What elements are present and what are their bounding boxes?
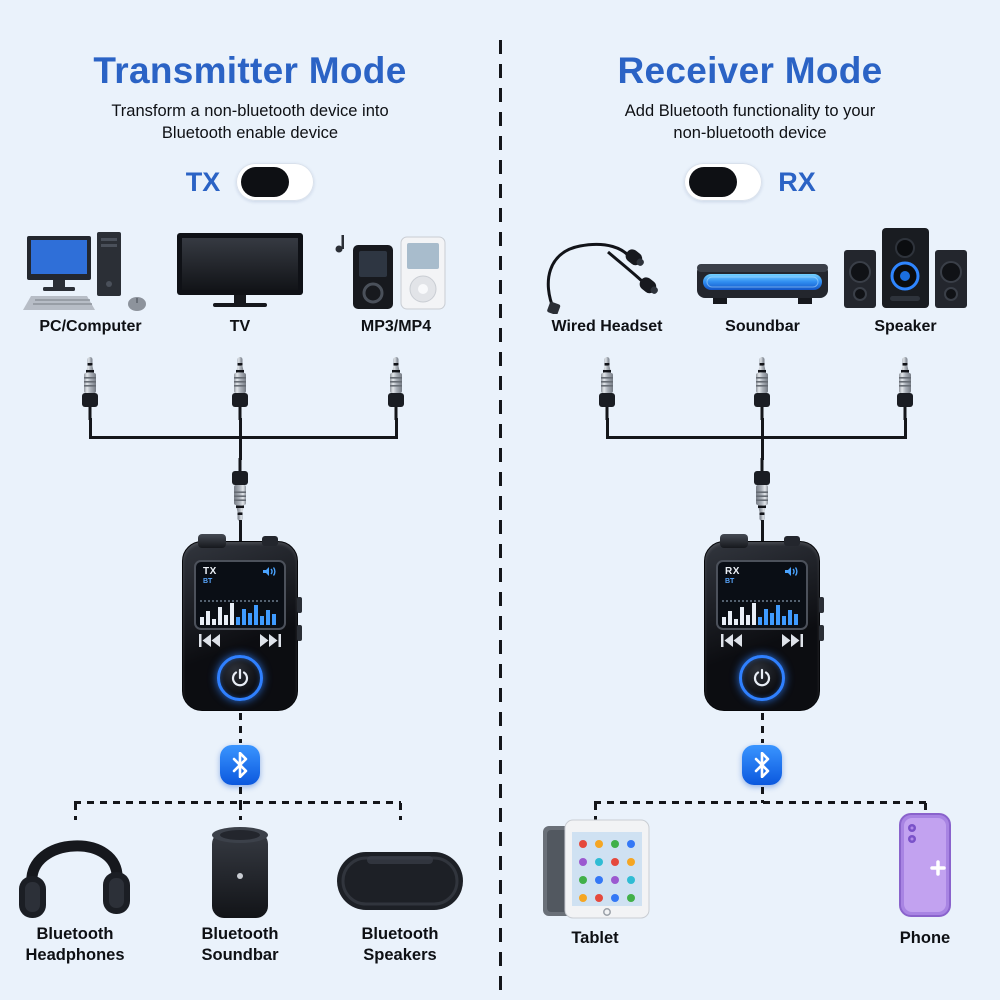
rx-toggle-row: RX — [520, 163, 980, 201]
cable-line — [238, 418, 242, 438]
dashed-connector — [73, 801, 401, 804]
power-button — [739, 655, 785, 701]
center-divider-line — [499, 40, 502, 990]
screen-bt-label: BT — [203, 578, 213, 585]
adapter-clip — [720, 534, 748, 548]
transport-controls — [199, 634, 281, 647]
side-button — [297, 625, 302, 641]
receiver-subtitle: Add Bluetooth functionality to your non-… — [624, 102, 876, 143]
source-label: Speaker — [874, 318, 937, 335]
bluetooth-icon — [220, 745, 260, 785]
adapter-screen: RX BT — [716, 560, 808, 630]
sink-label: Bluetooth Soundbar — [201, 925, 279, 964]
cable-line — [760, 438, 764, 460]
dashed-connector — [238, 787, 242, 803]
source-label: Wired Headset — [551, 318, 663, 335]
cable-line — [238, 438, 242, 460]
source-label: TV — [229, 318, 251, 335]
dashed-connector — [760, 787, 764, 803]
transport-controls — [721, 634, 803, 647]
side-button — [819, 625, 824, 641]
speaker-icon — [838, 224, 973, 314]
cable-line — [88, 418, 92, 438]
cable-line — [88, 436, 398, 439]
power-button — [217, 655, 263, 701]
rx-toggle-knob — [689, 167, 738, 197]
tx-toggle-row: TX — [20, 163, 480, 201]
bluetooth-speakers-icon — [335, 842, 465, 920]
bt-adapter-device: RX BT — [704, 534, 824, 711]
sink-label: Bluetooth Headphones — [25, 925, 125, 964]
dashed-connector — [923, 803, 927, 820]
dashed-connector — [238, 803, 242, 820]
equalizer-bars — [722, 600, 802, 625]
cable-line — [760, 520, 764, 542]
cable-line — [605, 418, 609, 438]
aux-jack-icon — [893, 356, 917, 420]
aux-jack-icon — [384, 356, 408, 420]
side-button — [297, 597, 302, 613]
tx-toggle-label: TX — [185, 166, 221, 197]
receiver-title: Receiver Mode — [617, 50, 883, 91]
aux-jack-icon — [750, 356, 774, 420]
dashed-connector — [593, 801, 926, 804]
power-icon — [231, 668, 249, 687]
rx-toggle-label: RX — [778, 166, 816, 197]
dashed-connector — [593, 803, 597, 820]
side-button — [819, 597, 824, 613]
previous-track-icon — [199, 634, 220, 647]
wired-headset-icon — [538, 224, 676, 314]
dashed-connector — [238, 713, 242, 743]
aux-jack-icon — [78, 356, 102, 420]
tv-icon — [170, 224, 310, 314]
mp3-mp4-icon — [322, 224, 470, 314]
aux-jack-icon — [228, 458, 252, 522]
tx-toggle-knob — [241, 167, 290, 197]
power-icon — [753, 668, 771, 687]
previous-track-icon — [721, 634, 742, 647]
cable-line — [903, 418, 907, 438]
sink-label: Phone — [899, 929, 951, 947]
adapter-top-button — [784, 536, 800, 546]
tablet-icon — [535, 818, 655, 920]
pc-computer-icon — [18, 224, 163, 314]
adapter-top-button — [262, 536, 278, 546]
aux-jack-icon — [750, 458, 774, 522]
cable-line — [760, 418, 764, 438]
tx-toggle-switch — [236, 163, 315, 201]
dashed-connector — [398, 803, 402, 820]
aux-jack-icon — [595, 356, 619, 420]
equalizer-bars — [200, 600, 280, 625]
sink-label: Bluetooth Speakers — [361, 925, 439, 964]
aux-jack-icon — [228, 356, 252, 420]
volume-icon — [263, 567, 276, 576]
adapter-screen: TX BT — [194, 560, 286, 630]
volume-icon — [785, 567, 798, 576]
bt-adapter-device: TX BT — [182, 534, 302, 711]
screen-bt-label: BT — [725, 578, 735, 585]
source-label: MP3/MP4 — [360, 318, 432, 335]
sink-label: Tablet — [571, 929, 619, 947]
screen-mode-label: TX — [203, 566, 217, 577]
cable-line — [605, 436, 907, 439]
phone-icon — [882, 812, 968, 918]
dashed-connector — [73, 803, 77, 820]
transmitter-title: Transmitter Mode — [93, 50, 407, 91]
source-label: PC/Computer — [39, 318, 142, 335]
transmitter-subtitle: Transform a non-bluetooth device into Bl… — [111, 102, 389, 143]
soundbar-icon — [694, 224, 831, 314]
adapter-clip — [198, 534, 226, 548]
bluetooth-icon — [742, 745, 782, 785]
screen-mode-label: RX — [725, 566, 740, 577]
bluetooth-soundbar-icon — [196, 824, 284, 922]
dashed-connector — [760, 713, 764, 743]
next-track-icon — [260, 634, 281, 647]
next-track-icon — [782, 634, 803, 647]
rx-toggle-switch — [684, 163, 763, 201]
source-label: Soundbar — [725, 318, 800, 335]
cable-line — [394, 418, 398, 438]
cable-line — [238, 520, 242, 542]
bluetooth-headphones-icon — [15, 820, 135, 922]
